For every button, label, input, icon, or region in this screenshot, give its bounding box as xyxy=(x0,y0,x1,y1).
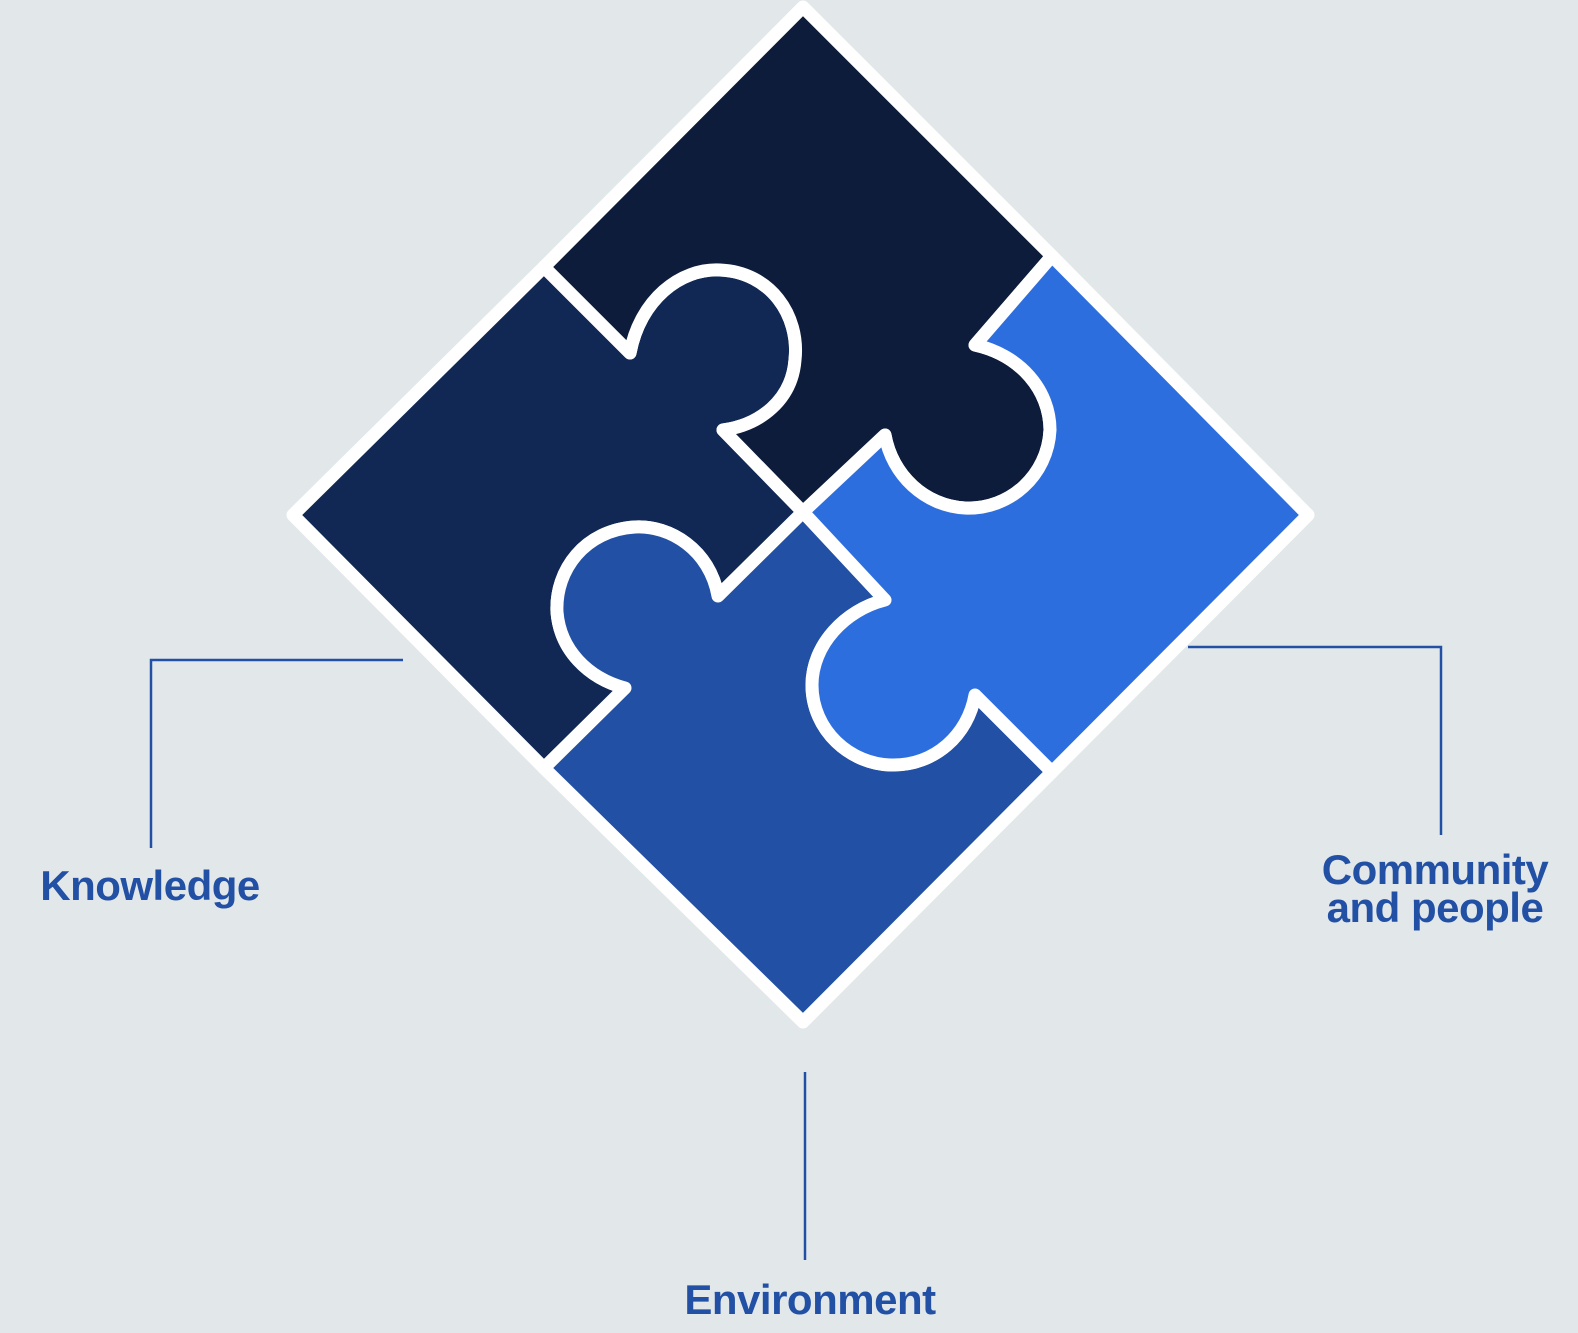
environment-label: Environment xyxy=(684,1276,936,1323)
knowledge-connector xyxy=(149,658,403,848)
knowledge-label: Knowledge xyxy=(40,862,260,909)
community-connector xyxy=(1188,645,1443,835)
community-label-line1: Community xyxy=(1322,846,1550,893)
puzzle-piece-right xyxy=(796,249,1315,779)
community-label-line2: and people xyxy=(1327,884,1544,931)
